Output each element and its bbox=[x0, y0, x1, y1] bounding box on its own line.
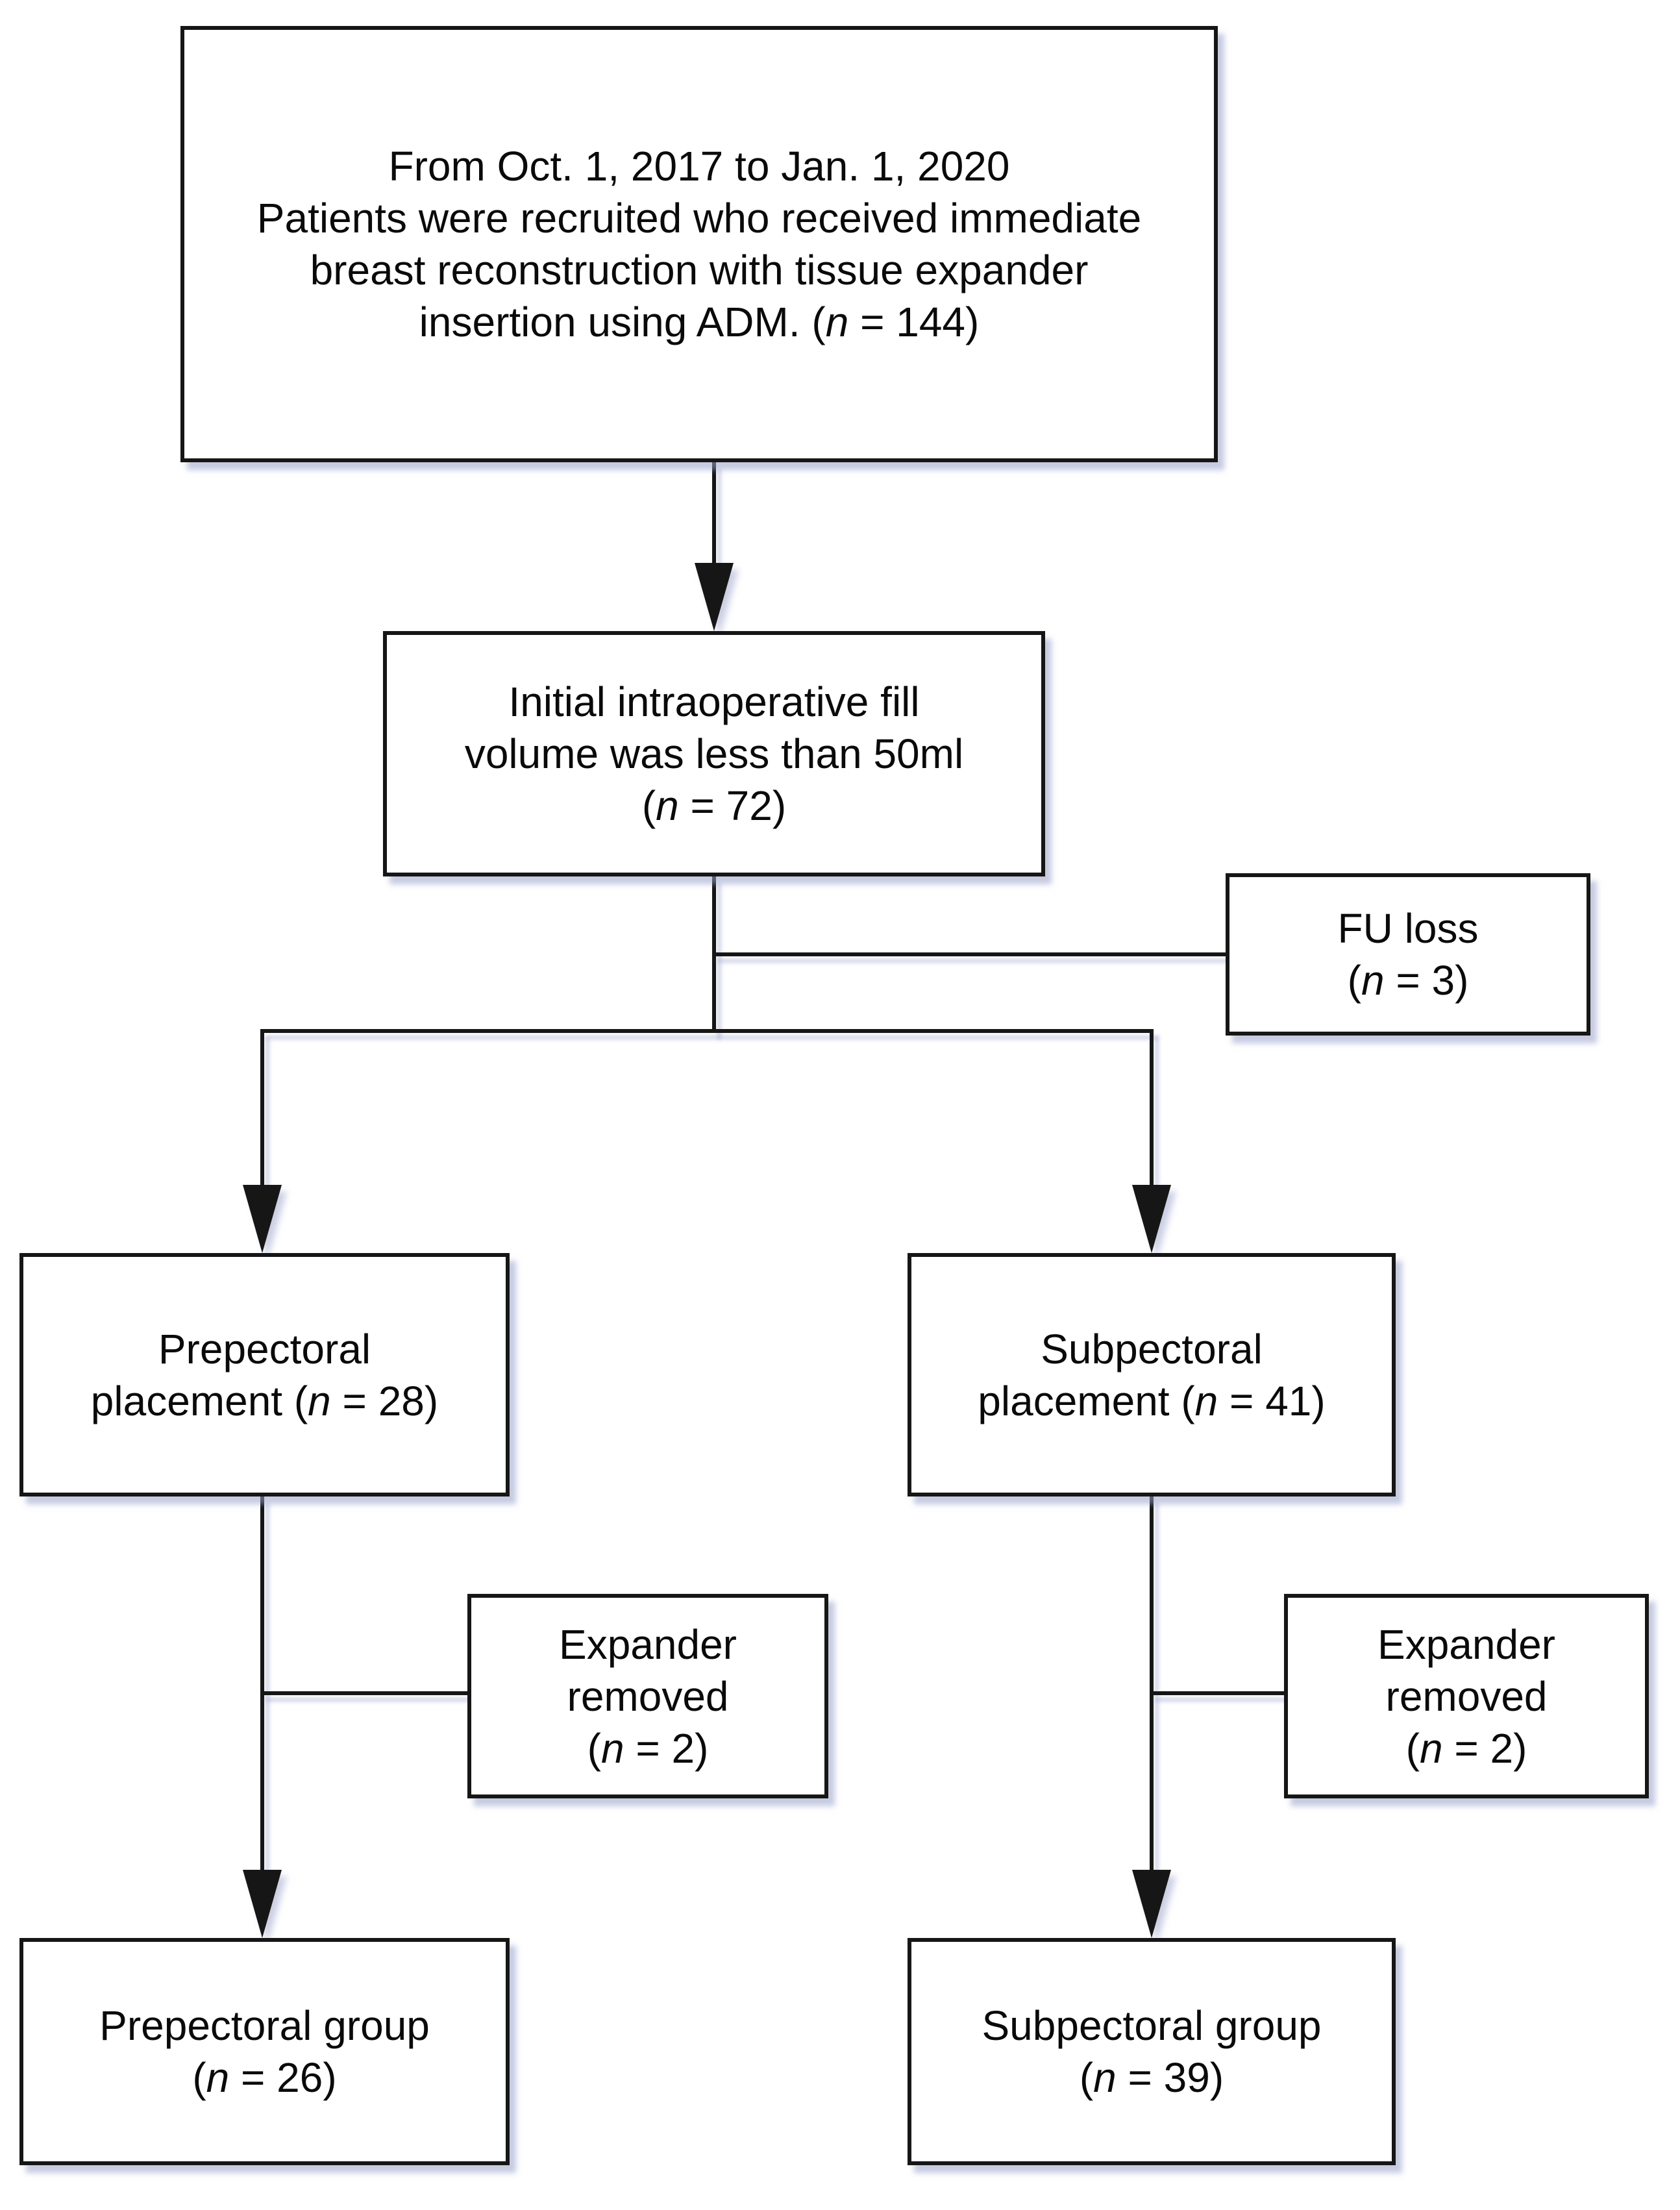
text-line: Prepectoral bbox=[158, 1325, 371, 1372]
node-prepectoral-group: Prepectoral group (n = 26) bbox=[19, 1938, 510, 2165]
text-line: (n = 72) bbox=[641, 782, 787, 829]
text-line: (n = 2) bbox=[1405, 1724, 1527, 1772]
arrowhead-to-prepectoral-group bbox=[243, 1870, 282, 1938]
node-fu-loss: FU loss (n = 3) bbox=[1226, 873, 1590, 1036]
connector-branch-line bbox=[260, 1029, 1154, 1033]
node-fill-volume: Initial intraoperative fill volume was l… bbox=[383, 631, 1045, 876]
node-prepectoral-placement-text: Prepectoral placement (n = 28) bbox=[91, 1323, 438, 1427]
text-line: Expander bbox=[559, 1620, 737, 1668]
connector-to-fu-loss bbox=[712, 952, 1226, 956]
connector-to-expander-removed-right bbox=[1150, 1691, 1284, 1695]
connector-to-expander-removed-left bbox=[260, 1691, 467, 1695]
node-prepectoral-placement: Prepectoral placement (n = 28) bbox=[19, 1253, 510, 1496]
node-expander-removed-right: Expander removed (n = 2) bbox=[1284, 1594, 1649, 1798]
connector-drop-left bbox=[260, 1031, 264, 1208]
text-line: (n = 39) bbox=[1079, 2054, 1224, 2101]
text-line: Subpectoral bbox=[1041, 1325, 1263, 1372]
node-fill-volume-text: Initial intraoperative fill volume was l… bbox=[465, 676, 963, 832]
node-fu-loss-text: FU loss (n = 3) bbox=[1338, 902, 1479, 1006]
text-line: removed bbox=[567, 1672, 729, 1720]
node-recruited-text: From Oct. 1, 2017 to Jan. 1, 2020 Patien… bbox=[257, 140, 1141, 348]
text-line: Subpectoral group bbox=[982, 2002, 1322, 2049]
text-line: placement (n = 28) bbox=[90, 1377, 439, 1424]
text-line: removed bbox=[1385, 1672, 1548, 1720]
text-line: volume was less than 50ml bbox=[464, 730, 964, 777]
text-line: (n = 2) bbox=[587, 1724, 709, 1772]
text-line: FU loss bbox=[1337, 905, 1479, 952]
node-subpectoral-placement-text: Subpectoral placement (n = 41) bbox=[978, 1323, 1325, 1427]
node-expander-removed-right-text: Expander removed (n = 2) bbox=[1377, 1619, 1555, 1774]
arrowhead-to-subpectoral-placement bbox=[1132, 1185, 1171, 1253]
node-recruited: From Oct. 1, 2017 to Jan. 1, 2020 Patien… bbox=[180, 26, 1218, 462]
text-line: Prepectoral group bbox=[99, 2002, 430, 2049]
connector-recruited-to-fill-stem bbox=[712, 462, 716, 579]
text-line: placement (n = 41) bbox=[978, 1377, 1326, 1424]
text-line: Patients were recruited who received imm… bbox=[256, 195, 1142, 242]
connector-drop-right bbox=[1150, 1031, 1154, 1208]
text-line: (n = 3) bbox=[1347, 957, 1469, 1004]
node-subpectoral-placement: Subpectoral placement (n = 41) bbox=[908, 1253, 1396, 1496]
text-line: insertion using ADM. (n = 144) bbox=[419, 299, 980, 345]
text-line: Expander bbox=[1377, 1620, 1555, 1668]
node-expander-removed-left-text: Expander removed (n = 2) bbox=[559, 1619, 737, 1774]
arrowhead-recruited-to-fill bbox=[695, 563, 734, 631]
text-line: Initial intraoperative fill bbox=[508, 678, 920, 725]
text-line: From Oct. 1, 2017 to Jan. 1, 2020 bbox=[388, 143, 1010, 190]
arrowhead-to-subpectoral-group bbox=[1132, 1870, 1171, 1938]
node-expander-removed-left: Expander removed (n = 2) bbox=[467, 1594, 828, 1798]
connector-subpectoral-down-stem bbox=[1150, 1496, 1154, 1880]
node-subpectoral-group: Subpectoral group (n = 39) bbox=[908, 1938, 1396, 2165]
text-line: breast reconstruction with tissue expand… bbox=[310, 247, 1089, 293]
node-prepectoral-group-text: Prepectoral group (n = 26) bbox=[99, 2000, 430, 2104]
node-subpectoral-group-text: Subpectoral group (n = 39) bbox=[982, 2000, 1321, 2104]
connector-prepectoral-down-stem bbox=[260, 1496, 264, 1880]
text-line: (n = 26) bbox=[192, 2054, 337, 2101]
arrowhead-to-prepectoral-placement bbox=[243, 1185, 282, 1253]
